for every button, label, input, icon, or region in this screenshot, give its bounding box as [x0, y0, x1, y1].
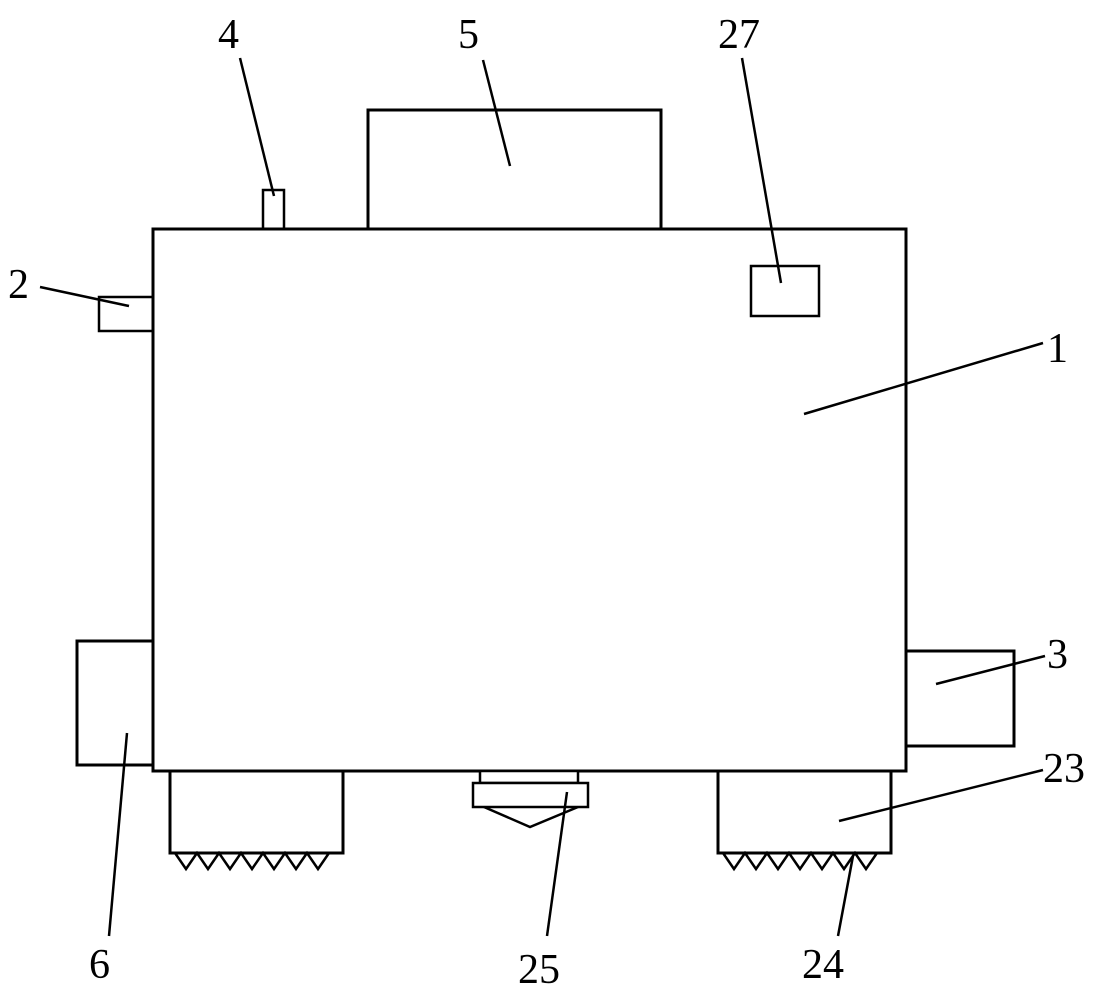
main-body: [151, 227, 908, 773]
leader-23: [838, 768, 1044, 823]
leader-6: [107, 732, 129, 937]
right-outlet: [904, 649, 1016, 748]
left-box: [75, 639, 155, 767]
leader-25: [545, 791, 569, 937]
label-2: 2: [8, 262, 29, 308]
panel: [749, 264, 821, 318]
leader-1: [803, 341, 1044, 416]
right-teeth: [721, 850, 888, 872]
top-box: [366, 108, 663, 231]
label-27: 27: [718, 12, 760, 58]
leader-5: [481, 59, 512, 167]
nozzle-tip: [483, 805, 579, 829]
leader-24: [836, 855, 855, 937]
leader-4: [238, 57, 276, 197]
left-grinding-block: [168, 769, 345, 855]
label-4: 4: [218, 12, 239, 58]
label-25: 25: [518, 947, 560, 988]
nozzle-neck: [478, 769, 580, 785]
leader-2: [39, 285, 130, 308]
leader-27: [740, 57, 783, 284]
label-6: 6: [89, 942, 110, 988]
leader-3: [935, 654, 1046, 686]
label-5: 5: [458, 12, 479, 58]
label-3: 3: [1047, 632, 1068, 678]
nozzle-flange: [471, 781, 590, 809]
left-teeth: [173, 850, 331, 872]
right-grinding-block: [716, 769, 893, 855]
label-24: 24: [802, 942, 844, 988]
label-23: 23: [1043, 746, 1085, 792]
label-1: 1: [1047, 326, 1068, 372]
